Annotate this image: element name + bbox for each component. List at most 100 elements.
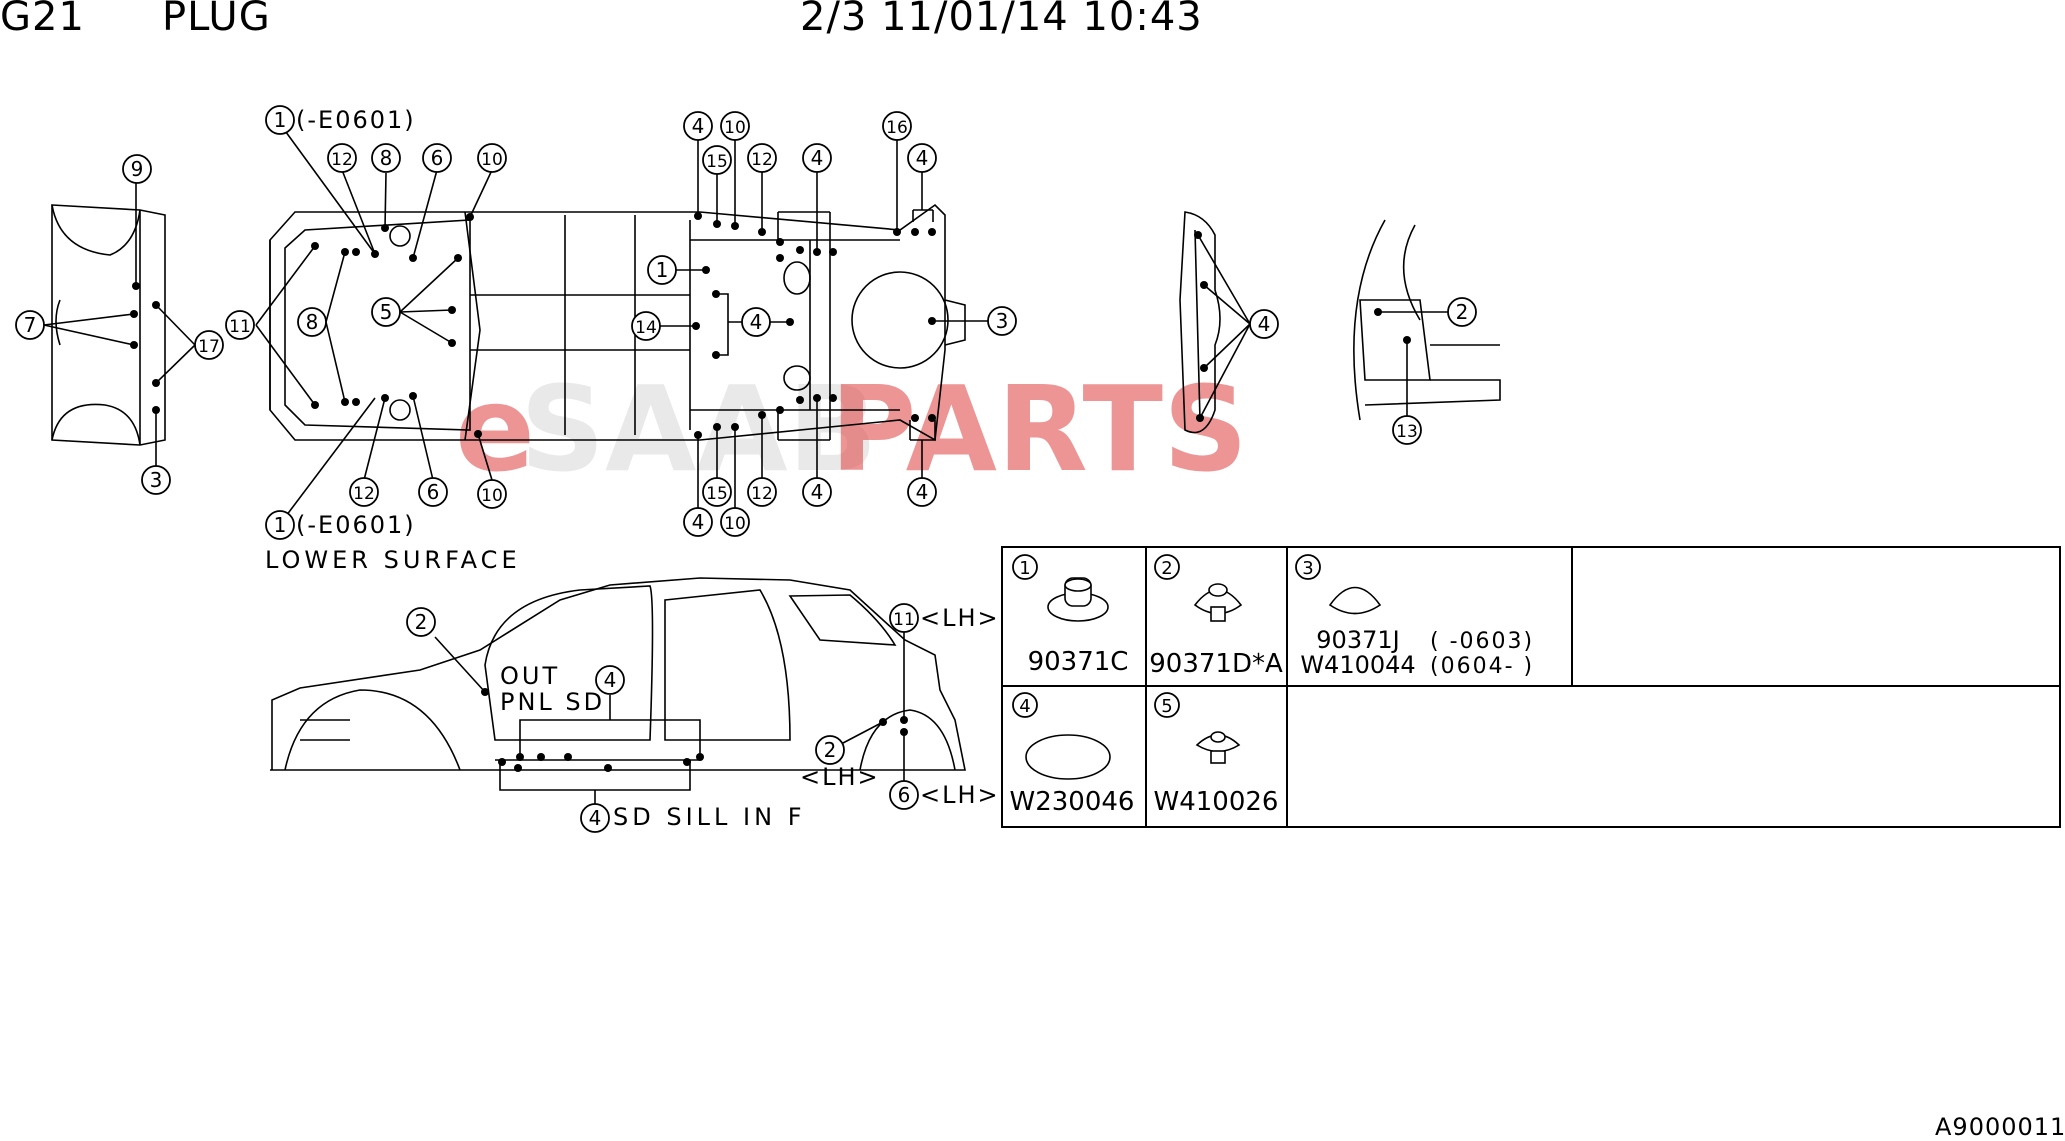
parts-cell-3-part: 90371J (1316, 626, 1399, 654)
svg-text:2: 2 (415, 610, 428, 634)
diagram-code: G21 (0, 0, 85, 40)
plug-90371DA-icon (1193, 583, 1243, 622)
svg-text:4: 4 (750, 310, 763, 334)
label-e0601-bottom: (-E0601) (296, 511, 416, 539)
svg-text:10: 10 (724, 514, 746, 534)
callout-15-top: 15 (702, 145, 732, 175)
page-date: 2/3 11/01/14 10:43 (800, 0, 1203, 40)
callout-10-bottom-b: 10 (720, 507, 750, 537)
parts-cell-3-range2: (0604- ) (1430, 654, 1534, 679)
parts-cell-1-part: 90371C (1028, 647, 1129, 677)
side-body-view (270, 577, 966, 808)
callout-14: 14 (631, 311, 661, 341)
callout-2-quarter: 2 (1447, 297, 1477, 327)
callout-4-side: 4 (595, 665, 625, 695)
callout-12-bottom-b: 12 (747, 477, 777, 507)
svg-text:8: 8 (306, 310, 319, 334)
underbody-view (255, 127, 988, 521)
svg-text:3: 3 (150, 468, 163, 492)
callout-12-top-b: 12 (747, 143, 777, 173)
svg-text:10: 10 (481, 486, 503, 506)
callout-4-bottom-c: 4 (907, 477, 937, 507)
svg-text:1: 1 (656, 258, 669, 282)
svg-text:12: 12 (353, 484, 375, 504)
callout-8-mid: 8 (297, 307, 327, 337)
svg-text:1: 1 (274, 108, 287, 132)
svg-text:16: 16 (886, 118, 908, 138)
callout-16: 16 (882, 111, 912, 141)
callout-6-top: 6 (422, 143, 452, 173)
watermark-suffix: PARTS (830, 360, 1248, 498)
label-lh-6: <LH> (920, 781, 1000, 809)
parts-cell-3-part2: W410044 (1300, 651, 1415, 679)
callout-10-top: 10 (477, 143, 507, 173)
label-pnl-sd: PNL SD (500, 688, 605, 716)
svg-text:10: 10 (481, 150, 503, 170)
svg-text:2: 2 (824, 738, 837, 762)
svg-text:13: 13 (1396, 422, 1418, 442)
parts-cell-1: 1 90371C (1012, 554, 1129, 677)
svg-text:15: 15 (706, 484, 728, 504)
callout-1-top: 1 (265, 105, 295, 135)
svg-text:12: 12 (751, 484, 773, 504)
svg-text:9: 9 (131, 157, 144, 181)
callout-4-top-a: 4 (683, 111, 713, 141)
callout-4-sill: 4 (580, 803, 610, 833)
parts-cell-2-part: 90371D*A (1149, 649, 1283, 679)
parts-cell-5: 5 W410026 (1154, 692, 1279, 817)
svg-text:4: 4 (604, 668, 617, 692)
callout-6-bottom: 6 (418, 477, 448, 507)
callout-3-rear: 3 (987, 306, 1017, 336)
callout-12-top: 12 (327, 143, 357, 173)
callout-3-bumper: 3 (141, 465, 171, 495)
watermark: e SAAB PARTS (455, 360, 1248, 498)
callout-2-side-b: 2 (815, 735, 845, 765)
label-lh-2: <LH> (800, 763, 880, 791)
callout-10-bottom: 10 (477, 479, 507, 509)
parts-cell-5-part: W410026 (1154, 787, 1279, 817)
parts-cell-3: 3 90371J W410044 ( -0603) (0604- ) (1295, 554, 1534, 679)
callout-10-top-b: 10 (720, 111, 750, 141)
svg-text:4: 4 (811, 146, 824, 170)
diagram-title: PLUG (162, 0, 271, 40)
svg-text:2: 2 (1456, 300, 1469, 324)
callout-11: 11 (225, 310, 255, 340)
callouts: 9 7 17 3 1 12 8 6 10 11 8 5 4 10 15 12 4… (15, 105, 1477, 833)
figure-id: A900001181 (1935, 1113, 2065, 1141)
svg-text:11: 11 (893, 610, 915, 630)
svg-text:8: 8 (380, 146, 393, 170)
parts-cell-4-num: 4 (1019, 696, 1030, 717)
svg-text:4: 4 (692, 114, 705, 138)
callout-4-mid: 4 (741, 307, 771, 337)
parts-table: 1 90371C 2 90371D*A 3 (1001, 546, 2061, 828)
callout-9: 9 (122, 154, 152, 184)
parts-cell-1-num: 1 (1019, 558, 1030, 579)
svg-text:4: 4 (1258, 312, 1271, 336)
parts-cell-3-range1: ( -0603) (1430, 629, 1534, 654)
svg-text:10: 10 (724, 118, 746, 138)
svg-text:12: 12 (751, 150, 773, 170)
callout-17: 17 (194, 330, 224, 360)
parts-cell-3-num: 3 (1302, 558, 1313, 579)
watermark-prefix: e (455, 360, 535, 498)
svg-text:6: 6 (427, 480, 440, 504)
callout-7: 7 (15, 310, 45, 340)
svg-text:12: 12 (331, 150, 353, 170)
svg-text:7: 7 (24, 313, 37, 337)
svg-text:11: 11 (229, 317, 251, 337)
callout-4-top-c: 4 (907, 143, 937, 173)
parts-cell-2: 2 90371D*A (1149, 554, 1283, 679)
parts-cell-2-num: 2 (1161, 558, 1172, 579)
callout-4-pillar: 4 (1249, 309, 1279, 339)
svg-text:5: 5 (380, 300, 393, 324)
svg-text:15: 15 (706, 152, 728, 172)
callout-13: 13 (1392, 415, 1422, 445)
svg-text:4: 4 (692, 510, 705, 534)
labels: (-E0601) (-E0601) LOWER SURFACE OUT PNL … (265, 106, 2065, 1141)
svg-text:6: 6 (431, 146, 444, 170)
parts-cell-4-part: W230046 (1010, 787, 1135, 817)
svg-text:3: 3 (996, 309, 1009, 333)
plug-90371C-icon (1047, 577, 1109, 622)
callout-15-bottom: 15 (702, 477, 732, 507)
